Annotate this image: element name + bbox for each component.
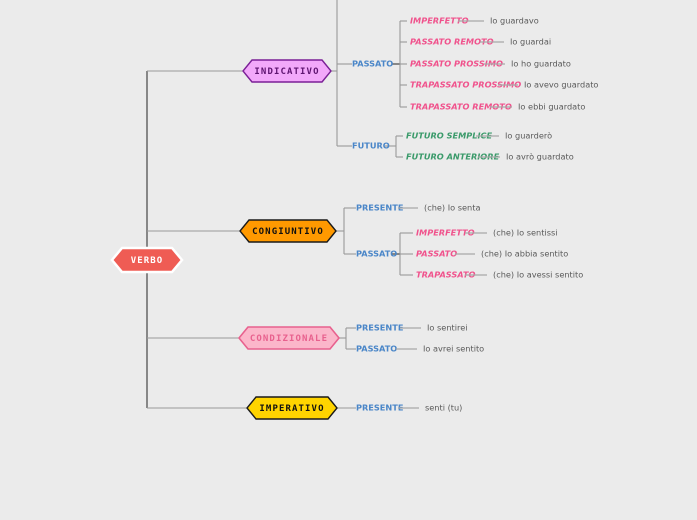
leaf-ind-trapassato-remoto: TRAPASSATO REMOTO Io ebbi guardato: [410, 102, 585, 112]
example-label: senti (tu): [425, 403, 462, 413]
tense-label[interactable]: TRAPASSATO: [416, 270, 475, 280]
group-label-imp-presente[interactable]: PRESENTE: [356, 403, 403, 413]
group-labels: PASSATO FUTURO PRESENTE PASSATO PRESENTE…: [352, 59, 403, 413]
example-label: Io guardavo: [490, 16, 539, 26]
group-label-cond-presente[interactable]: PRESENTE: [356, 323, 403, 333]
leaf-ind-futuro-semplice: FUTURO SEMPLICE Io guarderò: [406, 131, 552, 141]
node-congiuntivo[interactable]: CONGIUNTIVO: [239, 219, 337, 243]
tense-label[interactable]: PASSATO REMOTO: [410, 37, 494, 47]
indicativo-subtree-links: [331, 0, 407, 158]
tense-label[interactable]: IMPERFETTO: [416, 228, 475, 238]
leaf-imp-presente: senti (tu): [398, 403, 462, 413]
example-label: (che) Io abbia sentito: [481, 249, 568, 259]
leaf-cong-passato: PASSATO (che) Io abbia sentito: [416, 249, 568, 259]
leaf-cond-passato: Io avrei sentito: [396, 344, 484, 354]
example-label: Io avrei sentito: [423, 344, 484, 354]
group-label-ind-futuro[interactable]: FUTURO: [352, 141, 390, 151]
tense-label[interactable]: TRAPASSATO REMOTO: [410, 102, 512, 112]
congiuntivo-subtree-links: [336, 207, 413, 276]
example-label: Io avevo guardato: [524, 80, 598, 90]
example-label: (che) Io sentissi: [493, 228, 558, 238]
leaf-ind-passato-remoto: PASSATO REMOTO Io guardai: [410, 37, 551, 47]
example-label: (che) Io avessi sentito: [493, 270, 583, 280]
congiuntivo-label: CONGIUNTIVO: [252, 227, 324, 237]
node-condizionale[interactable]: CONDIZIONALE: [237, 326, 341, 350]
example-label: (che) Io senta: [424, 203, 480, 213]
example-label: Io sentirei: [427, 323, 468, 333]
tense-label[interactable]: TRAPASSATO PROSSIMO: [410, 80, 521, 90]
tense-label[interactable]: FUTURO ANTERIORE: [406, 152, 500, 162]
example-label: Io ho guardato: [511, 59, 571, 69]
leaf-cong-presente: (che) Io senta: [398, 203, 480, 213]
node-imperativo[interactable]: IMPERATIVO: [246, 396, 338, 420]
imperativo-label: IMPERATIVO: [259, 404, 324, 414]
leaf-cong-imperfetto: IMPERFETTO (che) Io sentissi: [416, 228, 558, 238]
leaf-cong-trapassato: TRAPASSATO (che) Io avessi sentito: [416, 270, 583, 280]
indicativo-label: INDICATIVO: [254, 67, 319, 77]
example-label: Io avrò guardato: [506, 152, 574, 162]
verbo-hexagon: [110, 246, 184, 274]
root-branch-links: [146, 70, 247, 409]
tense-label[interactable]: IMPERFETTO: [410, 16, 469, 26]
leaf-cond-presente: Io sentirei: [400, 323, 468, 333]
verbo-label: VERBO: [131, 256, 164, 266]
leaf-ind-passato-prossimo: PASSATO PROSSIMO Io ho guardato: [410, 59, 571, 69]
condizionale-subtree-links: [339, 327, 356, 350]
example-label: Io guarderò: [505, 131, 552, 141]
leaf-ind-futuro-anteriore: FUTURO ANTERIORE Io avrò guardato: [406, 152, 574, 162]
group-label-cond-passato[interactable]: PASSATO: [356, 344, 397, 354]
group-label-cong-passato[interactable]: PASSATO: [356, 249, 397, 259]
imperativo-hexagon: [246, 396, 338, 420]
group-label-ind-passato[interactable]: PASSATO: [352, 59, 393, 69]
condizionale-hexagon: [237, 326, 341, 350]
example-label: Io guardai: [510, 37, 551, 47]
node-verbo[interactable]: VERBO: [110, 246, 184, 274]
node-indicativo[interactable]: INDICATIVO: [242, 59, 332, 83]
leaf-ind-imperfetto: IMPERFETTO Io guardavo: [410, 16, 539, 26]
example-label: Io ebbi guardato: [518, 102, 585, 112]
group-label-cong-presente[interactable]: PRESENTE: [356, 203, 403, 213]
tense-label[interactable]: PASSATO: [416, 249, 457, 259]
congiuntivo-hexagon: [239, 219, 337, 243]
tense-label[interactable]: PASSATO PROSSIMO: [410, 59, 503, 69]
condizionale-label: CONDIZIONALE: [250, 334, 328, 344]
tense-label[interactable]: FUTURO SEMPLICE: [406, 131, 492, 141]
indicativo-hexagon: [242, 59, 332, 83]
leaf-ind-trapassato-prossimo: TRAPASSATO PROSSIMO Io avevo guardato: [410, 80, 598, 90]
